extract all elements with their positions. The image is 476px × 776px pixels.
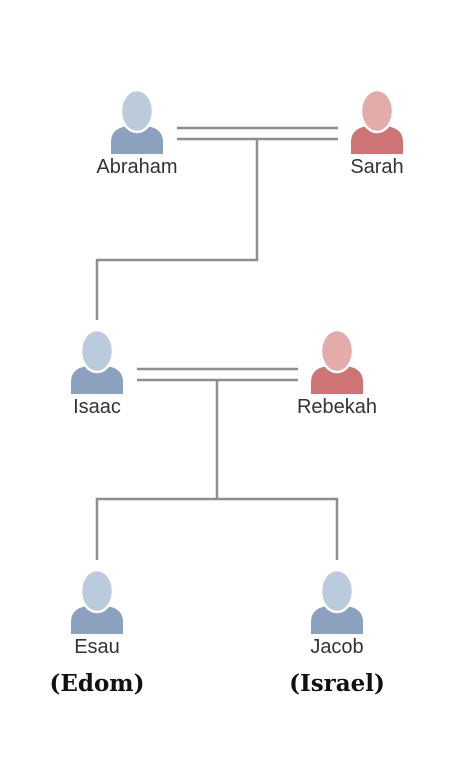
male-person-icon [71,570,123,634]
person-alias: (Edom) [49,670,145,697]
person-name: Rebekah [296,396,378,418]
person-name: Abraham [96,156,178,178]
female-person-icon [311,330,363,394]
person-name: Sarah [350,156,404,178]
descent-line-abraham-sarah-to-isaac [95,139,259,320]
person-name: Isaac [73,396,121,418]
person-name: Jacob [310,636,364,658]
male-person-icon [111,90,163,154]
person-alias: (Israel) [289,670,385,697]
male-person-icon [71,330,123,394]
descent-line-sibling-bar [95,497,339,560]
male-person-icon [311,570,363,634]
female-person-icon [351,90,403,154]
person-name: Esau [74,636,120,658]
